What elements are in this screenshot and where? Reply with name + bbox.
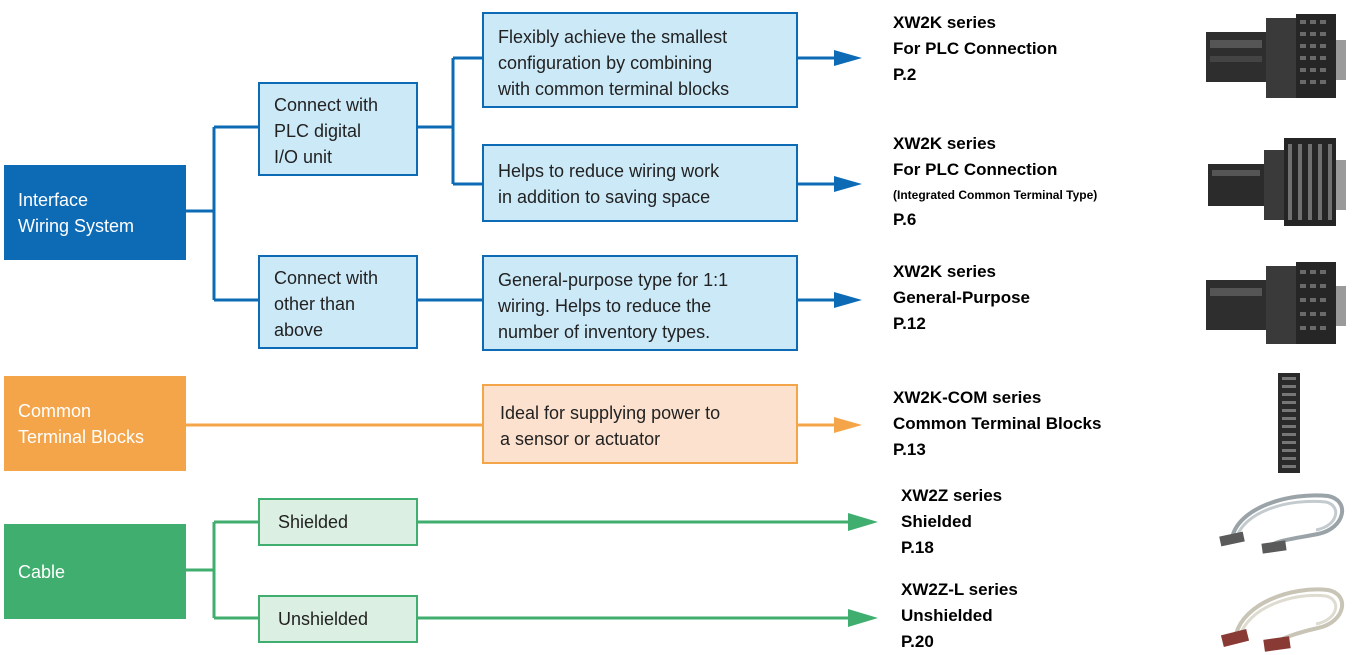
category-cable: Cable	[4, 524, 186, 619]
sub-unshielded: Unshielded	[258, 595, 418, 643]
product-series: XW2K-COM series	[893, 388, 1042, 407]
shielded-cable-icon	[1219, 493, 1345, 554]
product-series: XW2K series	[893, 134, 996, 153]
product-type: General-Purpose	[893, 288, 1030, 307]
product-label-3: XW2K series General-Purpose P.12	[893, 259, 1030, 337]
sub-other-than-above: Connect with other than above	[258, 255, 418, 349]
unshielded-cable-icon	[1220, 587, 1345, 652]
category-interface-wiring: Interface Wiring System	[4, 165, 186, 260]
product-label-2: XW2K series For PLC Connection (Integrat…	[893, 131, 1097, 233]
product-page: P.6	[893, 210, 917, 229]
cable-connectors	[186, 520, 852, 620]
desc-general-purpose: General-purpose type for 1:1 wiring. Hel…	[482, 255, 798, 351]
cable-arrowheads	[848, 513, 878, 627]
product-series: XW2K series	[893, 262, 996, 281]
product-label-6: XW2Z-L series Unshielded P.20	[901, 577, 1018, 655]
sub-shielded: Shielded	[258, 498, 418, 546]
sub-plc-digital-io: Connect with PLC digital I/O unit	[258, 82, 418, 176]
category-common-terminal: Common Terminal Blocks	[4, 376, 186, 471]
product-type: Unshielded	[901, 606, 993, 625]
product-label-5: XW2Z series Shielded P.18	[901, 483, 1002, 561]
product-type: Shielded	[901, 512, 972, 531]
terminal-block-general-icon	[1206, 262, 1346, 344]
product-series: XW2Z series	[901, 486, 1003, 505]
common-arrowhead	[834, 417, 862, 433]
product-page: P.20	[901, 632, 934, 651]
product-page: P.2	[893, 65, 917, 84]
product-note: (Integrated Common Terminal Type)	[893, 188, 1098, 202]
product-type: For PLC Connection	[893, 39, 1058, 58]
terminal-block-icon	[1206, 14, 1346, 98]
desc-smallest-configuration: Flexibly achieve the smallest configurat…	[482, 12, 798, 108]
interface-arrowheads	[834, 50, 862, 308]
product-page: P.18	[901, 538, 934, 557]
interface-connectors	[186, 56, 836, 302]
product-page: P.12	[893, 314, 926, 333]
product-label-1: XW2K series For PLC Connection P.2	[893, 10, 1057, 88]
product-label-4: XW2K-COM series Common Terminal Blocks P…	[893, 385, 1101, 463]
product-series: XW2Z-L series	[901, 580, 1018, 599]
terminal-block-common-icon	[1208, 138, 1346, 226]
desc-supply-power: Ideal for supplying power to a sensor or…	[482, 384, 798, 464]
desc-reduce-wiring-work: Helps to reduce wiring work in addition …	[482, 144, 798, 222]
common-terminal-strip-icon	[1278, 373, 1300, 473]
product-series: XW2K series	[893, 13, 996, 32]
product-type: For PLC Connection	[893, 160, 1058, 179]
product-type: Common Terminal Blocks	[893, 414, 1102, 433]
product-page: P.13	[893, 440, 926, 459]
